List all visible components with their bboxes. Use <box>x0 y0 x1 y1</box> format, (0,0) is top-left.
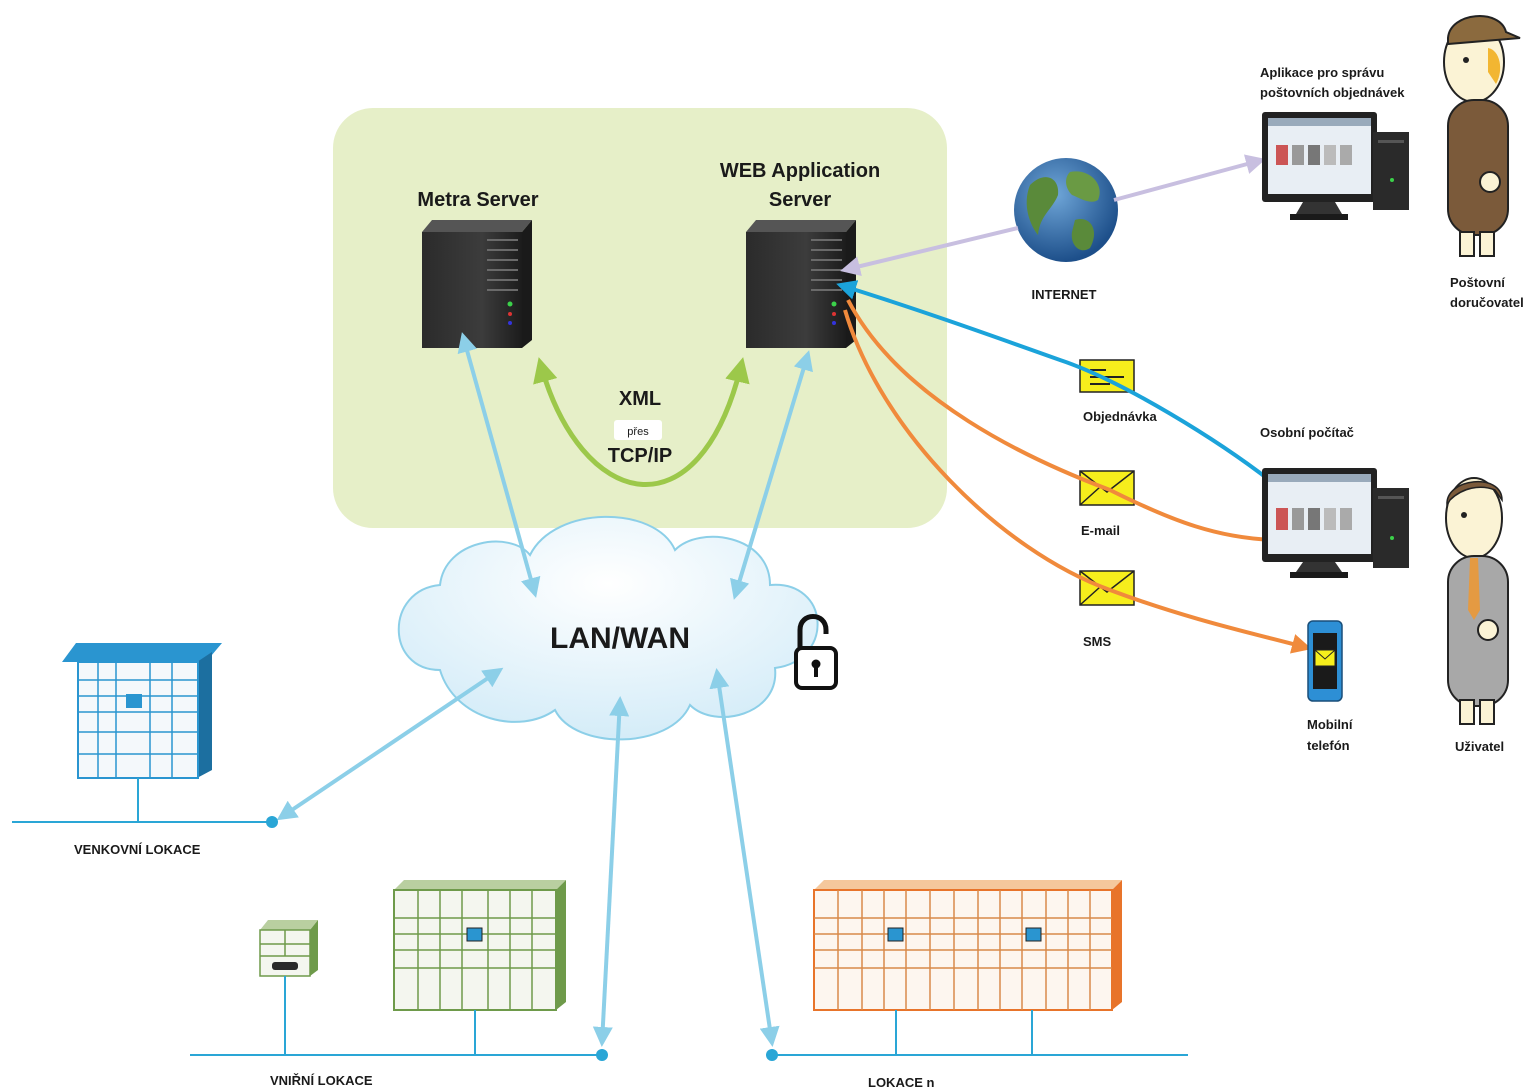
user-person-icon <box>1445 477 1509 725</box>
vnitrni-label: VNIŘNÍ LOKACE <box>270 1073 373 1088</box>
pres-label: přes <box>627 426 649 438</box>
mobile-label-line2: telefón <box>1307 738 1350 753</box>
sms-label: SMS <box>1083 634 1112 649</box>
cloud-to-lokace-n-arrow <box>709 668 780 1047</box>
globe-to-app-monitor-arrow <box>1113 154 1266 202</box>
sms-notification-arrow <box>843 309 1312 654</box>
internet-label: INTERNET <box>1032 287 1097 302</box>
venkovni-locker-icon <box>62 643 222 779</box>
open-padlock-icon <box>794 614 838 690</box>
xml-label: XML <box>619 388 661 410</box>
app-label-line2: poštovních objednávek <box>1260 85 1405 100</box>
postal-courier-person-icon <box>1443 15 1521 257</box>
web-server-label-line2: Server <box>769 189 831 211</box>
xml-connection-arrow <box>533 357 750 487</box>
web-server-label-line1: WEB Application <box>720 160 880 182</box>
web-application-server-icon <box>746 220 856 348</box>
email-notification-arrow <box>846 299 1286 550</box>
lokace-n-bus-node <box>766 1049 778 1061</box>
globe-icon <box>1014 158 1118 262</box>
vnitrni-large-locker-icon <box>393 880 566 1011</box>
uzivatel-label: Uživatel <box>1455 739 1504 754</box>
app-desktop-computer-icon <box>1262 112 1409 220</box>
metra-server-icon <box>422 220 532 348</box>
vnitrni-bus-node <box>596 1049 608 1061</box>
tcpip-label: TCP/IP <box>608 445 672 467</box>
personal-computer-icon <box>1262 468 1409 578</box>
globe-to-web-server-arrow <box>840 226 1019 276</box>
metra-server-label: Metra Server <box>417 189 538 211</box>
cloud-to-venkovni-arrow <box>276 667 504 821</box>
metra-to-cloud-arrow <box>457 332 541 598</box>
lokace-n-locker-icon <box>813 880 1122 1011</box>
web-to-cloud-arrow <box>730 350 813 600</box>
email-label: E-mail <box>1081 523 1120 538</box>
order-arrow <box>836 280 1284 492</box>
postal-courier-label-line2: doručovatel <box>1450 295 1524 310</box>
venkovni-label: VENKOVNÍ LOKACE <box>74 842 201 857</box>
lokace-n-label: LOKACE n <box>868 1075 935 1090</box>
mobile-label-line1: Mobilní <box>1307 717 1353 732</box>
venkovni-bus-node <box>266 816 278 828</box>
lan-wan-label: LAN/WAN <box>550 622 690 655</box>
objednavka-label: Objednávka <box>1083 409 1157 424</box>
osobni-pocitac-label: Osobní počítač <box>1260 425 1354 440</box>
mobile-phone-icon <box>1307 620 1343 702</box>
app-label-line1: Aplikace pro správu <box>1260 65 1384 80</box>
cloud-to-vnitrni-arrow <box>592 696 630 1047</box>
vnitrni-small-locker-icon <box>259 920 318 977</box>
postal-courier-label-line1: Poštovní <box>1450 275 1505 290</box>
pres-badge <box>614 420 662 440</box>
